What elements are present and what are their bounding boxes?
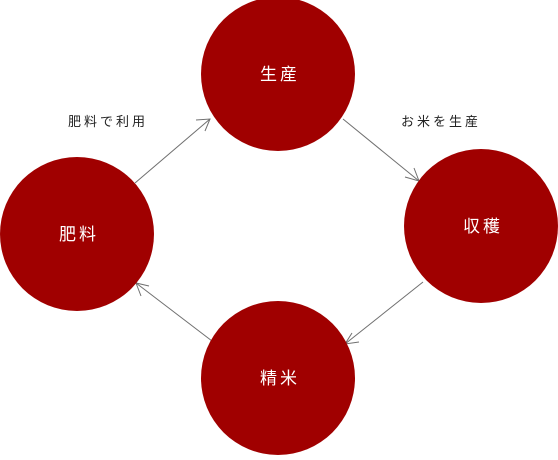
node-hiryo: 肥料 <box>0 157 154 311</box>
edge-label-hiryo-seisan: 肥料で利用 <box>68 115 148 130</box>
node-seimai: 精米 <box>201 301 355 455</box>
edge-line <box>135 282 213 342</box>
arrowhead-icon <box>195 118 211 132</box>
node-circle <box>404 149 558 303</box>
edge-label-seisan-shukaku: お米を生産 <box>401 114 481 130</box>
node-label: 肥料 <box>59 225 99 245</box>
edge-line <box>134 118 211 184</box>
node-shukaku: 収穫 <box>404 149 558 303</box>
edge-shukaku-to-seimai <box>343 281 424 345</box>
node-seisan: 生産 <box>201 0 355 151</box>
node-circle <box>201 301 355 455</box>
node-circle <box>0 157 154 311</box>
node-label: 精米 <box>260 369 300 389</box>
node-label: 生産 <box>260 65 300 85</box>
edge-line <box>344 281 424 345</box>
node-label: 収穫 <box>463 217 503 237</box>
edge-seimai-to-hiryo <box>135 282 213 342</box>
node-circle <box>201 0 355 151</box>
edge-hiryo-to-seisan <box>134 118 211 184</box>
edge-line <box>342 118 420 182</box>
